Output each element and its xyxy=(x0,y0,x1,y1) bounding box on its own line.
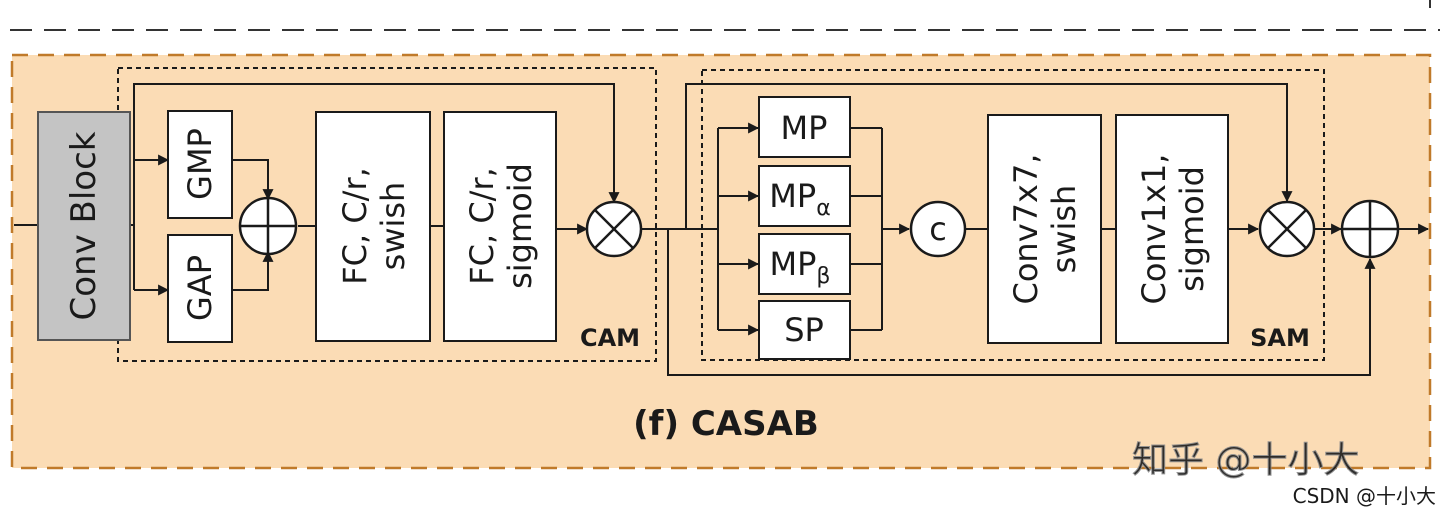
conv1x1-line2: sigmoid xyxy=(1173,166,1211,292)
watermark-main: 知乎 @十小大 xyxy=(1132,440,1359,481)
fc-swish-line2: swish xyxy=(374,182,412,271)
fc-sigmoid-line1: FC, C/r, xyxy=(463,167,501,285)
concat-label: c xyxy=(929,210,947,248)
conv-block: Conv Block xyxy=(37,111,131,341)
conv-block-label: Conv Block xyxy=(64,131,104,320)
multiply-operator-sam xyxy=(1258,200,1316,258)
fc-swish-box: FC, C/r, swish xyxy=(315,111,431,342)
watermark-sub: CSDN @十小大 xyxy=(1293,484,1436,508)
conv7x7-line2: swish xyxy=(1045,185,1083,274)
gmp-box: GMP xyxy=(167,110,233,219)
cam-label: CAM xyxy=(580,324,640,352)
fc-sigmoid-line2: sigmoid xyxy=(501,163,539,289)
sam-group xyxy=(701,69,1325,361)
sam-pool-mp: MP xyxy=(758,96,851,158)
sam-pool-sp-label: SP xyxy=(784,311,824,349)
sam-pool-mp-beta: MPβ xyxy=(758,233,851,295)
sam-pool-mp-label: MP xyxy=(781,109,828,147)
diagram-title: (f) CASAB xyxy=(633,404,819,444)
gap-box: GAP xyxy=(167,234,233,343)
sam-pool-sp: SP xyxy=(758,300,851,360)
svg-text:MPβ: MPβ xyxy=(770,245,831,289)
add-operator-cam xyxy=(238,196,298,256)
conv1x1-sigmoid-box: Conv1x1, sigmoid xyxy=(1115,114,1229,344)
fc-swish-line1: FC, C/r, xyxy=(336,167,374,285)
sam-pool-mp-alpha: MPα xyxy=(758,165,851,227)
multiply-operator-cam xyxy=(585,200,643,258)
concat-operator: c xyxy=(909,200,967,258)
fc-sigmoid-box: FC, C/r, sigmoid xyxy=(443,111,557,342)
conv1x1-line1: Conv1x1, xyxy=(1135,154,1173,305)
gap-label: GAP xyxy=(181,255,219,321)
connections xyxy=(14,83,1430,376)
svg-text:MPα: MPα xyxy=(769,177,830,221)
svg-text:SP: SP xyxy=(784,311,824,349)
add-operator-residual xyxy=(1340,199,1400,259)
sam-label: SAM xyxy=(1250,324,1310,352)
sam-pool-mp-alpha-label: MP xyxy=(769,177,816,215)
svg-text:MP: MP xyxy=(781,109,828,147)
gmp-label: GMP xyxy=(181,128,219,200)
conv7x7-line1: Conv7x7, xyxy=(1007,154,1045,305)
sam-pool-mp-beta-label: MP xyxy=(770,245,817,283)
sam-pool-mp-beta-sub: β xyxy=(816,264,830,289)
conv7x7-swish-box: Conv7x7, swish xyxy=(987,114,1102,344)
sam-pool-mp-alpha-sub: α xyxy=(816,196,831,221)
